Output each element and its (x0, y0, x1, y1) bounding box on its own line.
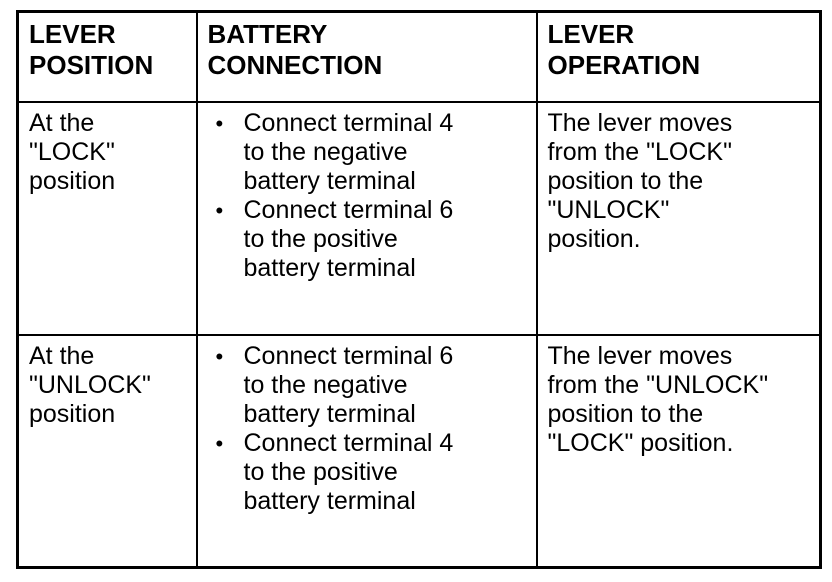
table-header-row: LEVER POSITION BATTERY CONNECTION LEVER … (16, 10, 822, 103)
lever-operation-table: LEVER POSITION BATTERY CONNECTION LEVER … (16, 10, 822, 569)
column-header-lever-operation: LEVER OPERATION (535, 10, 822, 103)
table-row-unlock-position: At the "UNLOCK" position • Connect termi… (16, 333, 822, 569)
cell-battery-connection: • Connect terminal 6 to the negative bat… (195, 333, 538, 569)
connection-list: • Connect terminal 6 to the negative bat… (208, 342, 528, 516)
bullet-icon: • (215, 430, 224, 456)
list-item: • Connect terminal 4 to the positive bat… (216, 429, 528, 516)
cell-lever-position: At the "UNLOCK" position (16, 333, 198, 569)
cell-lever-operation: The lever moves from the "LOCK" position… (535, 100, 822, 336)
connection-list: • Connect terminal 4 to the negative bat… (208, 109, 528, 283)
connection-text: Connect terminal 4 to the positive batte… (243, 428, 454, 515)
list-item: • Connect terminal 6 to the negative bat… (216, 342, 528, 429)
bullet-icon: • (215, 343, 224, 369)
table-row-lock-position: At the "LOCK" position • Connect termina… (16, 100, 822, 336)
connection-text: Connect terminal 6 to the positive batte… (243, 195, 454, 282)
column-header-lever-position: LEVER POSITION (16, 10, 198, 103)
cell-lever-position: At the "LOCK" position (16, 100, 198, 336)
cell-battery-connection: • Connect terminal 4 to the negative bat… (195, 100, 538, 336)
connection-text: Connect terminal 4 to the negative batte… (243, 108, 454, 195)
connection-text: Connect terminal 6 to the negative batte… (243, 341, 454, 428)
column-header-battery-connection: BATTERY CONNECTION (195, 10, 538, 103)
bullet-icon: • (215, 197, 224, 223)
list-item: • Connect terminal 6 to the positive bat… (216, 196, 528, 283)
bullet-icon: • (215, 110, 224, 136)
list-item: • Connect terminal 4 to the negative bat… (216, 109, 528, 196)
cell-lever-operation: The lever moves from the "UNLOCK" positi… (535, 333, 822, 569)
